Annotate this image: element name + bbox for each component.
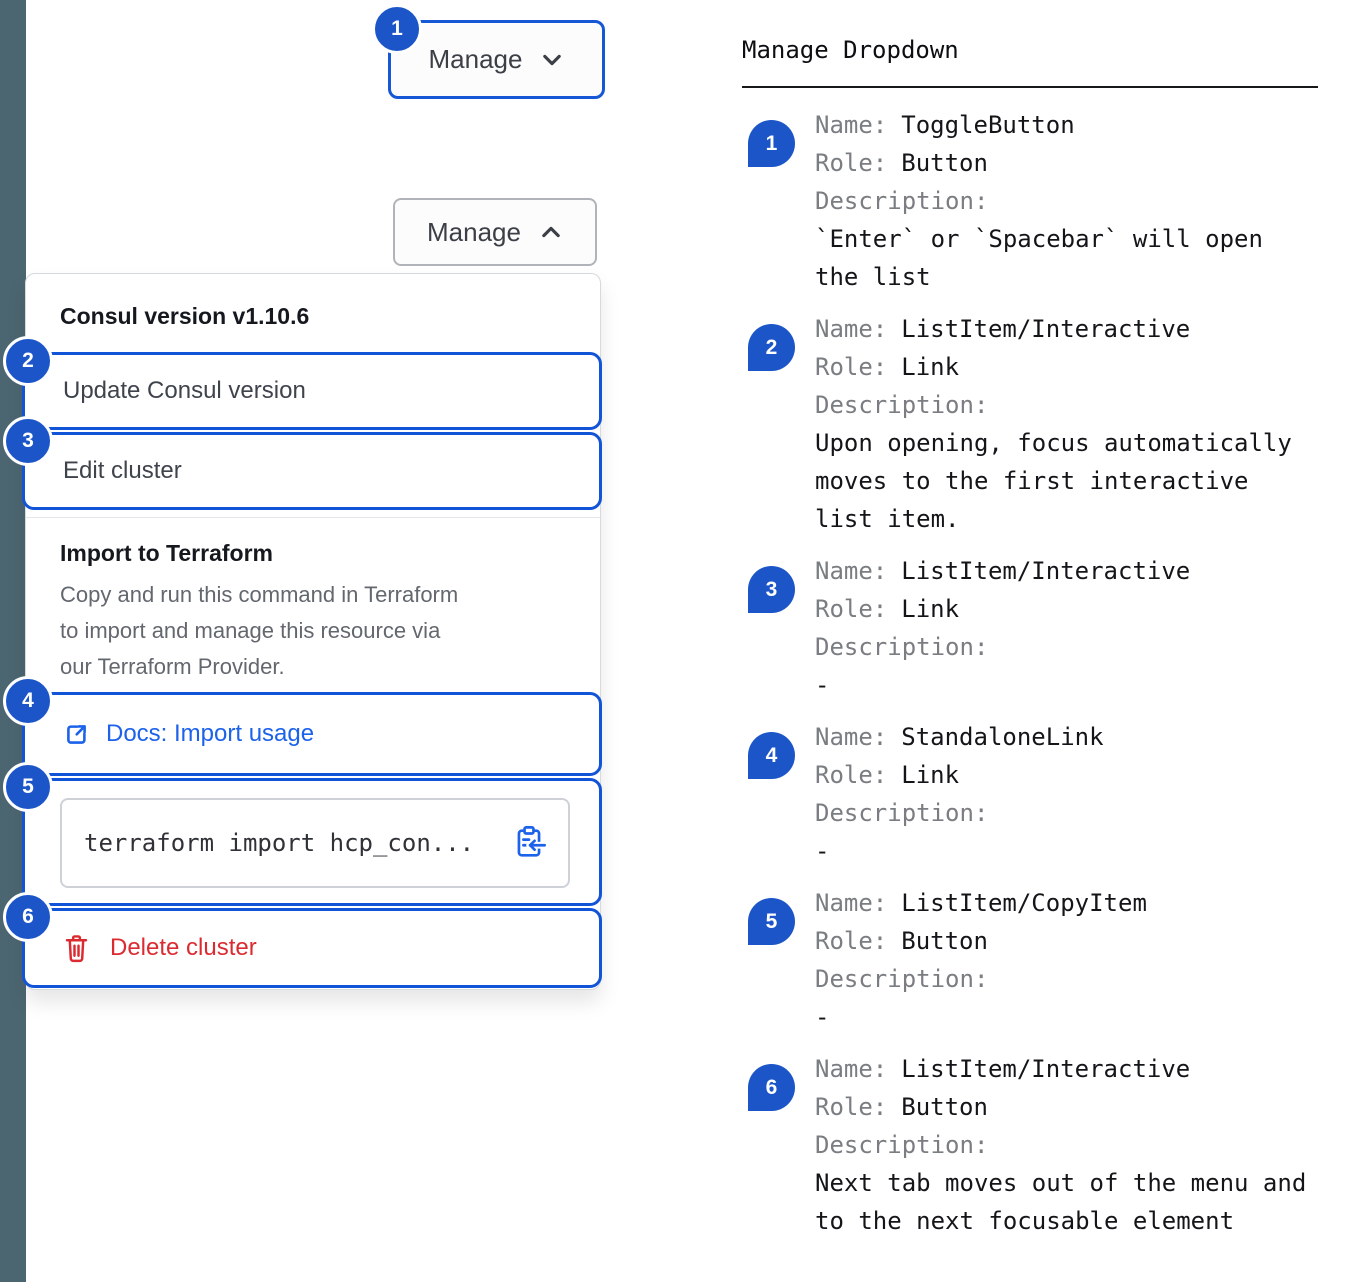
- docs-link-label: Docs: Import usage: [106, 720, 315, 747]
- menu-item-delete-cluster[interactable]: Delete cluster: [22, 908, 602, 988]
- terraform-command-text: terraform import hcp_con...: [84, 829, 475, 857]
- annotation-badge-4: 4: [3, 676, 53, 726]
- description-label: Description:: [815, 965, 989, 993]
- delete-cluster-label: Delete cluster: [110, 934, 257, 961]
- name-value: ToggleButton: [901, 111, 1075, 139]
- name-label: Name:: [815, 315, 888, 343]
- badge-number: 4: [765, 743, 778, 767]
- menu-item-edit-cluster[interactable]: Edit cluster: [22, 432, 602, 510]
- description-label: Description:: [815, 799, 989, 827]
- copy-command-item[interactable]: terraform import hcp_con...: [22, 778, 602, 906]
- legend-badge-6: 6: [748, 1064, 795, 1111]
- chevron-down-icon: [540, 48, 564, 72]
- name-label: Name:: [815, 1055, 888, 1083]
- role-value: Button: [901, 149, 988, 177]
- legend-entry-2: 2 Name: ListItem/Interactive Role: Link De…: [742, 310, 1322, 538]
- badge-number: 4: [22, 689, 34, 712]
- role-value: Link: [901, 761, 960, 789]
- annotation-badge-5: 5: [3, 762, 53, 812]
- badge-number: 1: [765, 131, 778, 155]
- name-label: Name:: [815, 111, 888, 139]
- role-label: Role:: [815, 1093, 888, 1121]
- description-label: Description:: [815, 187, 989, 215]
- legend-title: Manage Dropdown: [742, 36, 959, 64]
- role-label: Role:: [815, 927, 888, 955]
- badge-number: 6: [765, 1075, 778, 1099]
- trash-icon: [63, 934, 90, 963]
- external-link-icon: [63, 721, 90, 748]
- legend-entry-1: 1 Name: ToggleButton Role: Button Descript…: [742, 106, 1322, 296]
- badge-number: 2: [22, 349, 34, 372]
- description-label: Description:: [815, 633, 989, 661]
- role-value: Button: [901, 927, 988, 955]
- role-value: Link: [901, 353, 960, 381]
- description-value: Next tab moves out of the menu and to th…: [815, 1169, 1307, 1235]
- badge-number: 2: [765, 335, 778, 359]
- legend-badge-4: 4: [748, 732, 795, 779]
- description-value: -: [815, 837, 830, 865]
- annotation-badge-2: 2: [3, 336, 53, 386]
- description-value: -: [815, 671, 830, 699]
- badge-number: 5: [22, 775, 34, 798]
- badge-number: 1: [391, 17, 403, 40]
- name-value: ListItem/Interactive: [901, 315, 1191, 343]
- docs-import-usage-link[interactable]: Docs: Import usage: [22, 692, 602, 776]
- consul-version-header: Consul version v1.10.6: [60, 303, 310, 329]
- manage-toggle-button-collapsed[interactable]: Manage: [388, 20, 605, 99]
- manage-button-label: Manage: [428, 44, 523, 74]
- name-value: ListItem/Interactive: [901, 557, 1191, 585]
- legend-entry-4: 4 Name: StandaloneLink Role: Link Descript…: [742, 718, 1322, 870]
- role-value: Link: [901, 595, 960, 623]
- legend-badge-2: 2: [748, 324, 795, 371]
- legend-entry-6: 6 Name:ListItem/Interactive Role:Button …: [742, 1050, 1322, 1240]
- clipboard-copy-icon[interactable]: [510, 824, 548, 862]
- role-label: Role:: [815, 761, 888, 789]
- legend-panel: Manage Dropdown 1 Name: ToggleButton Role…: [742, 36, 1322, 1254]
- legend-entry-5: 5 Name: ListItem/CopyItem Role: Button Des…: [742, 884, 1322, 1036]
- chevron-up-icon: [539, 220, 563, 244]
- name-label: Name:: [815, 557, 888, 585]
- menu-divider: [26, 517, 600, 518]
- description-label: Description:: [815, 1131, 989, 1159]
- left-edge-strip: [0, 0, 26, 1282]
- badge-number: 3: [22, 429, 34, 452]
- name-value: StandaloneLink: [901, 723, 1104, 751]
- annotation-badge-6: 6: [3, 892, 53, 942]
- legend-badge-5: 5: [748, 898, 795, 945]
- description-value: Upon opening, focus automatically moves …: [815, 429, 1292, 533]
- manage-button-label: Manage: [427, 216, 521, 247]
- badge-number: 3: [765, 577, 778, 601]
- description-value: `Enter` or `Spacebar` will open the list: [815, 225, 1263, 291]
- manage-toggle-button-expanded[interactable]: Manage: [393, 198, 597, 266]
- annotation-badge-1: 1: [372, 4, 422, 54]
- menu-item-label: Edit cluster: [63, 457, 182, 484]
- role-value: Button: [901, 1093, 988, 1121]
- menu-item-update-consul-version[interactable]: Update Consul version: [22, 352, 602, 430]
- name-value: ListItem/Interactive: [901, 1055, 1191, 1083]
- name-value: ListItem/CopyItem: [901, 889, 1147, 917]
- menu-item-label: Update Consul version: [63, 377, 306, 404]
- import-terraform-title: Import to Terraform: [60, 540, 273, 566]
- badge-number: 6: [22, 905, 34, 928]
- legend-divider: [742, 86, 1318, 88]
- legend-badge-1: 1: [748, 120, 795, 167]
- role-label: Role:: [815, 149, 888, 177]
- legend-entry-3: 3 Name: ListItem/Interactive Role: Link De…: [742, 552, 1322, 704]
- role-label: Role:: [815, 353, 888, 381]
- name-label: Name:: [815, 889, 888, 917]
- annotation-badge-3: 3: [3, 416, 53, 466]
- role-label: Role:: [815, 595, 888, 623]
- legend-badge-3: 3: [748, 566, 795, 613]
- badge-number: 5: [765, 909, 778, 933]
- description-value: -: [815, 1003, 830, 1031]
- description-label: Description:: [815, 391, 989, 419]
- terraform-command-codebox[interactable]: terraform import hcp_con...: [60, 798, 570, 888]
- import-terraform-description: Copy and run this command in Terraform t…: [60, 582, 459, 679]
- name-label: Name:: [815, 723, 888, 751]
